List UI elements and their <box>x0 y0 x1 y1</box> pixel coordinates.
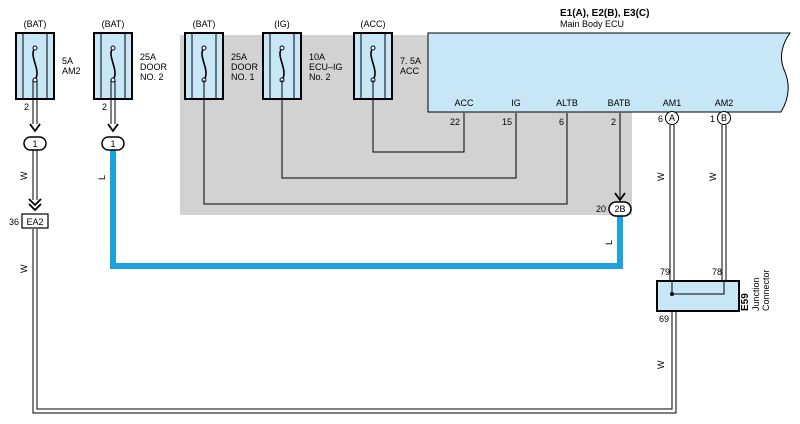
wire-ecuig-to-ig <box>281 80 517 179</box>
fuse-source-acc: (ACC) <box>361 19 386 29</box>
fuse-acc-name: ACC <box>400 66 420 76</box>
junction-pin-79: 79 <box>660 267 670 277</box>
fuse-ecuig-rating: 10A <box>309 52 325 62</box>
connector-1-right-label: 1 <box>110 139 115 149</box>
pin-name-am1: AM1 <box>663 98 682 108</box>
pin-number-ig: 15 <box>502 117 512 127</box>
fuse-door1-name: DOOR <box>231 62 259 72</box>
wire-color-l1: L <box>97 175 107 180</box>
junction-node <box>670 292 674 296</box>
pin-name-ig: IG <box>511 98 521 108</box>
junction-internal-wire <box>671 281 725 295</box>
junction-name-1: Junction <box>751 277 761 311</box>
connector-ea2-pin: 36 <box>9 217 19 227</box>
fuse-am2-name: AM2 <box>62 66 81 76</box>
connector-a-label: A <box>669 113 675 123</box>
pin-name-am2: AM2 <box>715 98 734 108</box>
fuse-source-am2: (BAT) <box>24 19 47 29</box>
connector-2b <box>608 201 632 217</box>
ecu-subtitle: Main Body ECU <box>560 19 624 29</box>
arrow-batb <box>614 192 626 202</box>
wire-color-w5: W <box>656 360 666 369</box>
connector-ea2-label: EA2 <box>26 217 43 227</box>
pin-name-batb: BATB <box>608 98 631 108</box>
fuse-source-ecuig: (IG) <box>274 19 290 29</box>
connector-2b-label: 2B <box>614 204 625 214</box>
connector-ea2-chevron <box>28 198 42 212</box>
fuse-am2 <box>15 32 55 100</box>
connector-1-left-label: 1 <box>32 139 37 149</box>
junction-name-2: Connector <box>761 269 771 311</box>
fuse-door2-name: DOOR <box>140 62 168 72</box>
arrow-am2 <box>29 123 41 133</box>
junction-pin-78: 78 <box>712 267 722 277</box>
wire-acc-to-acc <box>372 80 465 153</box>
connector-b-label: B <box>721 113 727 123</box>
fuse-source-door1: (BAT) <box>193 19 216 29</box>
fuse-ecuig-name: ECU–IG <box>309 62 343 72</box>
fuse-door1-no: NO. 1 <box>231 72 255 82</box>
fuse-source-door2: (BAT) <box>102 19 125 29</box>
main-body-ecu <box>427 32 791 113</box>
ecu-title: E1(A), E2(B), E3(C) <box>560 8 649 19</box>
junction-connector-e59 <box>656 280 740 312</box>
pin-number-acc: 22 <box>450 117 460 127</box>
fuse-door2-no: NO. 2 <box>140 72 164 82</box>
connector-1-left <box>23 136 47 151</box>
connector-ea2 <box>21 213 49 229</box>
pin-name-acc: ACC <box>454 98 474 108</box>
fuse-am2-pin: 2 <box>24 102 29 112</box>
wire-color-w4: W <box>708 172 718 181</box>
pin-number-altb: 6 <box>559 117 564 127</box>
fuse-door2-pin: 2 <box>102 102 107 112</box>
connector-a-circle <box>665 111 679 125</box>
fuse-am2-rating: 5A <box>62 56 73 66</box>
arrow-door2 <box>107 123 119 133</box>
wire-door1-to-altb <box>203 80 568 205</box>
wire-l-blue <box>110 150 623 269</box>
wire-color-l2: L <box>604 240 614 245</box>
fuse-door-no2 <box>93 32 133 100</box>
wire-ea2-to-junction-inner <box>36 229 673 410</box>
pin-number-am1: 6 <box>658 114 663 124</box>
junction-id: E59 <box>740 293 751 311</box>
fuse-acc-rating: 7. 5A <box>400 56 421 66</box>
pin-number-batb: 2 <box>611 117 616 127</box>
connector-2b-pin: 20 <box>596 204 606 214</box>
fuse-door1-rating: 25A <box>231 52 247 62</box>
wire-color-w2: W <box>19 264 29 273</box>
connector-1-right <box>101 136 125 151</box>
wire-color-w3: W <box>656 172 666 181</box>
junction-pin-69: 69 <box>659 314 669 324</box>
pin-number-am2: 1 <box>710 114 715 124</box>
wire-ea2-to-junction-outer <box>32 229 677 414</box>
connector-b-circle <box>717 111 731 125</box>
fuse-ecuig-no: No. 2 <box>309 72 331 82</box>
fuse-door2-rating: 25A <box>140 52 156 62</box>
pin-name-altb: ALTB <box>556 98 578 108</box>
wire-color-w1: W <box>19 171 29 180</box>
